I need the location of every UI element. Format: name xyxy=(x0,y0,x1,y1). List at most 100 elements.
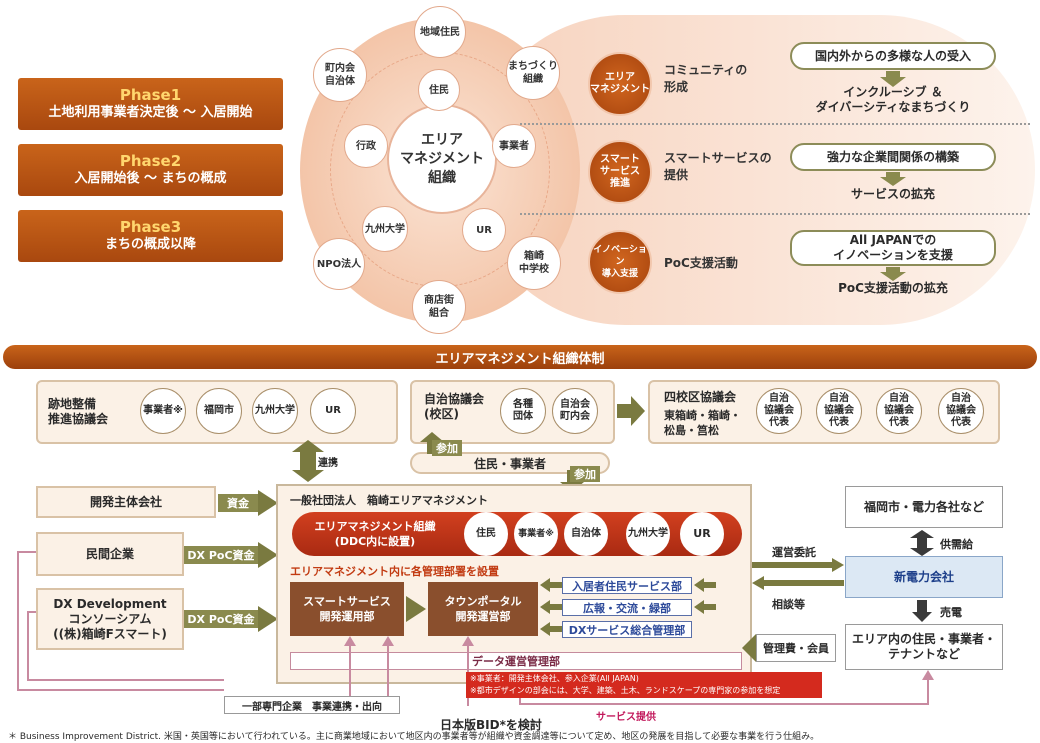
result-arrow-2 xyxy=(880,172,906,186)
hub-inner-residents: 住民 xyxy=(418,69,460,111)
result-text-service-expansion: サービスの拡充 xyxy=(850,187,935,201)
main-member-business: 事業者※ xyxy=(514,512,558,556)
shikouku-member-2: 自治 協議会 代表 xyxy=(816,388,862,434)
hub-outer-npo: NPO法人 xyxy=(313,238,365,290)
shikouku-subtitle: 東箱崎・箱崎・ 松島・筥松 xyxy=(664,409,741,437)
function-badge-smart-service: スマート サービス 推進 xyxy=(588,140,652,204)
main-title: 一般社団法人 箱崎エリアマネジメント xyxy=(290,494,488,507)
phase3-title: Phase3 xyxy=(119,218,182,236)
main-member-ur: UR xyxy=(680,512,724,556)
function-badge-areamanagement: エリア マネジメント xyxy=(588,52,652,116)
shikouku-title: 四校区協議会 xyxy=(664,390,737,404)
row-divider-1 xyxy=(520,123,1030,125)
hub-center: エリア マネジメント 組織 xyxy=(387,104,497,214)
main-member-municipality: 自治体 xyxy=(564,512,608,556)
organization-banner: エリアマネジメント組織体制 xyxy=(3,345,1037,369)
shikouku-member-1: 自治 協議会 代表 xyxy=(756,388,802,434)
hub-outer-hakozaki-school: 箱崎 中学校 xyxy=(507,236,561,290)
shikin-label: 資金 xyxy=(218,494,258,512)
main-org-title: エリアマネジメント組織 (DDC内に設置) xyxy=(314,520,436,548)
phase3-subtitle: まちの概成以降 xyxy=(104,237,196,252)
row-divider-2 xyxy=(520,213,1030,215)
phase2-box: Phase2 入居開始後 〜 まちの概成 xyxy=(18,144,283,196)
hub-outer-shotengai: 商店街 組合 xyxy=(412,280,466,334)
footnote: ＊ Business Improvement District. 米国・英国等に… xyxy=(8,732,820,742)
function-label-smart-service: スマートサービスの 提供 xyxy=(664,151,772,182)
result-arrow-1 xyxy=(880,71,906,87)
service-label: サービス提供 xyxy=(596,712,656,723)
hub-inner-kyushu-univ: 九州大学 xyxy=(362,206,408,252)
bid-label: 日本版BID*を検討 xyxy=(440,718,542,732)
dept-town-portal: タウンポータル 開発運営部 xyxy=(428,582,538,636)
dept-arrow xyxy=(406,596,426,622)
atochi-member-business: 事業者※ xyxy=(140,388,186,434)
hub-inner-government: 行政 xyxy=(344,124,388,168)
left-box-developer: 開発主体会社 xyxy=(36,486,216,518)
right-box-fukuoka: 福岡市・電力各社など xyxy=(845,486,1003,528)
dept-right-arrows-2 xyxy=(694,578,716,614)
hub-outer-machizukuri: まちづくり 組織 xyxy=(506,46,560,100)
dx-poc-arrow-1 xyxy=(258,542,278,568)
phase2-title: Phase2 xyxy=(119,152,182,170)
left-box-dx-consortium: DX Development コンソーシアム ((株)箱崎Fスマート) xyxy=(36,588,184,650)
main-member-residents: 住民 xyxy=(464,512,508,556)
sanka-label-2: 参加 xyxy=(570,466,600,482)
red-note: ※事業者：開発主体会社、参入企業(All JAPAN) ※都市デザインの部会には… xyxy=(466,672,822,698)
unei-label: 運営委託 xyxy=(772,546,816,559)
result-box-corporate: 強力な企業間関係の構築 xyxy=(790,143,996,171)
function-badge-innovation: イノベーション 導入支援 xyxy=(588,230,652,294)
sodan-arrow xyxy=(752,576,844,590)
renkei-label: 連携 xyxy=(318,458,338,469)
dept-data-management: データ運営管理部 xyxy=(290,652,742,670)
phase1-box: Phase1 土地利用事業者決定後 〜 入居開始 xyxy=(18,78,283,130)
jichi-member-chonaikai: 自治会 町内会 xyxy=(552,388,598,434)
jichi-member-groups: 各種 団体 xyxy=(500,388,546,434)
phase2-subtitle: 入居開始後 〜 まちの概成 xyxy=(74,171,227,186)
dx-poc-label-1: DX PoC資金 xyxy=(184,546,258,564)
residents-business-pill: 住民・事業者 xyxy=(410,452,610,474)
dx-poc-arrow-2 xyxy=(258,606,278,632)
partners-box: 一部専門企業 事業連携・出向 xyxy=(224,696,400,714)
baiden-arrow xyxy=(912,600,932,622)
dept-right-arrows xyxy=(540,578,562,636)
function-label-community: コミュニティの 形成 xyxy=(664,63,748,94)
phase1-title: Phase1 xyxy=(119,86,182,104)
hub-outer-local-residents: 地域住民 xyxy=(414,6,466,58)
atochi-member-ur: UR xyxy=(310,388,356,434)
kyoju-label: 供需給 xyxy=(940,538,973,551)
hub-inner-business: 事業者 xyxy=(492,124,536,168)
renkei-arrow xyxy=(292,440,324,482)
atochi-member-fukuoka: 福岡市 xyxy=(196,388,242,434)
sanka-label-1: 参加 xyxy=(432,440,462,456)
right-box-residents: エリア内の住民・事業者・ テナントなど xyxy=(845,624,1003,670)
sodan-label: 相談等 xyxy=(772,598,805,611)
kyoju-arrow xyxy=(910,530,934,556)
hub-outer-chonaikai: 町内会 自治体 xyxy=(313,48,367,102)
baiden-label: 売電 xyxy=(940,606,962,619)
main-member-kyushu: 九州大学 xyxy=(626,512,670,556)
unei-arrow xyxy=(752,558,844,572)
result-box-diverse-people: 国内外からの多様な人の受入 xyxy=(790,42,996,70)
shikouku-member-3: 自治 協議会 代表 xyxy=(876,388,922,434)
shikin-arrow xyxy=(258,490,278,516)
result-box-all-japan: All JAPANでの イノベーションを支援 xyxy=(790,230,996,266)
atochi-title: 跡地整備 推進協議会 xyxy=(48,397,109,426)
dept-smart-service: スマートサービス 開発運用部 xyxy=(290,582,404,636)
atochi-member-kyushu: 九州大学 xyxy=(252,388,298,434)
dept-resident-service: 入居者住民サービス部 xyxy=(562,577,692,594)
right-box-denryoku: 新電力会社 xyxy=(845,556,1003,598)
phase1-subtitle: 土地利用事業者決定後 〜 入居開始 xyxy=(48,105,253,120)
main-note: エリアマネジメント内に各管理部署を設置 xyxy=(290,565,499,578)
dept-pr-green: 広報・交流・緑部 xyxy=(562,599,692,616)
dept-dx-management: DXサービス総合管理部 xyxy=(562,621,692,638)
kanrihi-box: 管理費・会員 xyxy=(756,634,836,662)
result-text-inclusive: インクルーシブ ＆ ダイバーシティなまちづくり xyxy=(815,85,971,114)
hub-inner-ur: UR xyxy=(462,208,506,252)
phase3-box: Phase3 まちの概成以降 xyxy=(18,210,283,262)
jichi-to-shikouku-arrow xyxy=(617,396,645,426)
result-text-poc-expansion: PoC支援活動の拡充 xyxy=(838,281,948,295)
kanrihi-arrow-head xyxy=(742,634,756,662)
jichi-title: 自治協議会 (校区) xyxy=(424,392,485,421)
left-box-private-company: 民間企業 xyxy=(36,532,184,576)
dx-poc-label-2: DX PoC資金 xyxy=(184,610,258,628)
